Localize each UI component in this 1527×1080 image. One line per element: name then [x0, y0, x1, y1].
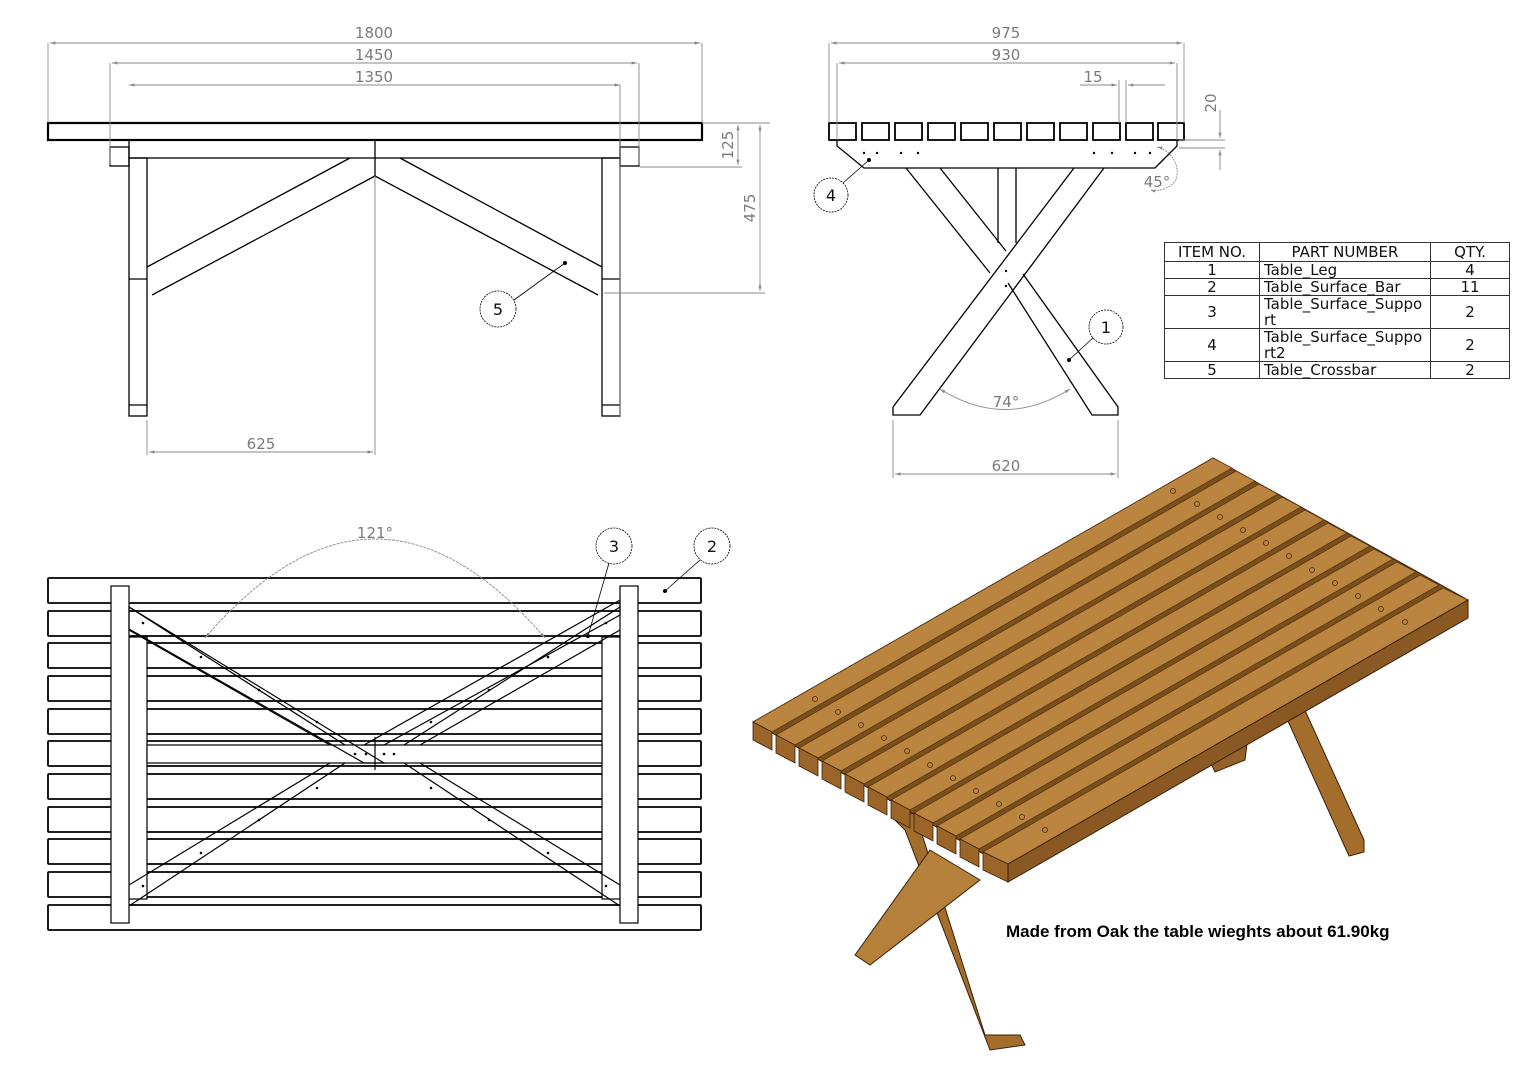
dim-overall-width: 975 — [992, 24, 1021, 42]
bom-qty: 2 — [1430, 328, 1510, 362]
side-surface-bars — [828, 122, 1185, 141]
isometric-view — [751, 457, 1470, 1051]
dim-apron-height: 125 — [719, 131, 737, 160]
side-view — [828, 122, 1185, 416]
bom-row: 2 Table_Surface_Bar 11 — [1164, 278, 1510, 296]
bom-qty: 2 — [1430, 295, 1510, 329]
dim-leg-inner-span: 1350 — [355, 68, 393, 86]
svg-text:5: 5 — [493, 300, 503, 319]
side-support-beam — [836, 140, 1178, 169]
top-dimensions — [204, 538, 546, 639]
bom-part-number: Table_Crossbar — [1259, 361, 1431, 379]
dim-chamfer-angle: 45° — [1144, 173, 1171, 191]
bom-row: 1 Table_Leg 4 — [1164, 261, 1510, 279]
balloon-1: 1 — [1067, 309, 1124, 362]
bom-row: 4 Table_Surface_Support2 2 — [1164, 328, 1510, 362]
balloon-2: 2 — [663, 527, 731, 593]
bom-qty: 2 — [1430, 361, 1510, 379]
bom-part-number: Table_Surface_Support — [1259, 295, 1431, 329]
dim-crossbar-angle: 121° — [357, 524, 393, 542]
bom-header-item: ITEM NO. — [1164, 242, 1260, 262]
dim-leg-foot-span: 620 — [992, 457, 1021, 475]
balloon-4: 4 — [813, 158, 871, 213]
bom-row: 5 Table_Crossbar 2 — [1164, 361, 1510, 379]
top-right-support — [619, 585, 639, 924]
bom-part-number: Table_Leg — [1259, 261, 1431, 279]
material-weight-note: Made from Oak the table wieghts about 61… — [1006, 922, 1390, 941]
dim-leg-to-center: 625 — [247, 435, 276, 453]
bom-item-no: 4 — [1164, 328, 1260, 362]
dim-leg-angle: 74° — [993, 393, 1020, 411]
dim-bar-thickness: 20 — [1202, 93, 1220, 112]
bom-item-no: 5 — [1164, 361, 1260, 379]
front-dimensions — [47, 41, 770, 455]
bom-part-number: Table_Surface_Bar — [1259, 278, 1431, 296]
front-right-leg — [601, 157, 621, 417]
dim-support-width: 930 — [992, 46, 1021, 64]
dim-overall-length: 1800 — [355, 24, 393, 42]
bom-header-part: PART NUMBER — [1259, 242, 1431, 262]
bom-table: ITEM NO. PART NUMBER QTY. 1 Table_Leg 4 … — [1164, 242, 1510, 379]
bom-item-no: 3 — [1164, 295, 1260, 329]
front-left-leg — [128, 157, 148, 417]
bom-item-no: 1 — [1164, 261, 1260, 279]
bom-qty: 4 — [1430, 261, 1510, 279]
front-tabletop — [46, 121, 704, 142]
dim-bar-gap: 15 — [1083, 68, 1102, 86]
bom-qty: 11 — [1430, 278, 1510, 296]
bom-header-qty: QTY. — [1430, 242, 1510, 262]
bom-row: 3 Table_Surface_Support 2 — [1164, 295, 1510, 329]
side-dimensions — [828, 41, 1225, 478]
svg-text:3: 3 — [609, 537, 619, 556]
dim-leg-outer-span: 1450 — [355, 46, 393, 64]
balloon-3: 3 — [586, 527, 633, 638]
svg-text:1: 1 — [1101, 318, 1111, 337]
dim-crossbar-height: 475 — [741, 194, 759, 223]
bom-header-row: ITEM NO. PART NUMBER QTY. — [1164, 242, 1510, 262]
top-view — [47, 577, 702, 931]
bom-part-number: Table_Surface_Support2 — [1259, 328, 1431, 362]
top-left-support — [110, 585, 130, 924]
balloon-5: 5 — [479, 261, 567, 328]
top-surface-bars — [47, 577, 702, 931]
svg-text:2: 2 — [707, 537, 717, 556]
svg-text:4: 4 — [826, 186, 836, 205]
bom-item-no: 2 — [1164, 278, 1260, 296]
